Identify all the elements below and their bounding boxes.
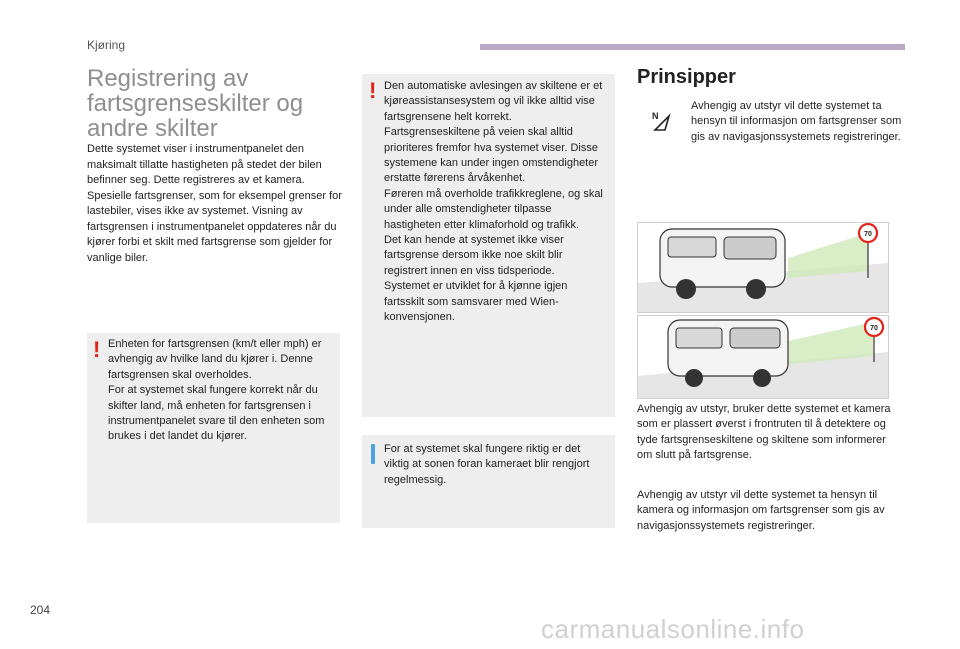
page-number: 204 <box>30 603 51 617</box>
navigation-text: Avhengig av utstyr vil dette systemet ta… <box>691 100 902 143</box>
page-title: Registrering av fartsgrenseskilter og an… <box>87 65 304 142</box>
navigation-icon: N <box>652 111 671 131</box>
camera-description: Avhengig av utstyr, bruker dette systeme… <box>637 403 891 462</box>
speed-sign-value: 70 <box>870 325 878 332</box>
info-icon <box>371 444 375 464</box>
speed-sign-value: 70 <box>864 231 872 238</box>
info-box-camera: For at systemet skal fungere riktig er d… <box>362 435 615 528</box>
intro-text: Dette systemet viser i instrumentpanelet… <box>87 142 342 266</box>
warning-text: Det kan hende at systemet ikke viser far… <box>384 234 564 277</box>
navigation-icon-letter: N <box>652 111 659 121</box>
warning-text: Føreren må overholde trafikkreglene, og … <box>384 187 603 231</box>
warning-text: For at systemet skal fungere korrekt når… <box>108 384 325 443</box>
intro-paragraph: Spesielle fartsgrenser, som for eksempel… <box>87 189 342 264</box>
warning-icon: ! <box>369 78 377 103</box>
section-label: Kjøring <box>87 38 126 52</box>
warning-box-units: ! Enheten for fartsgrensen (km/t eller m… <box>87 333 340 523</box>
illustration-van-approaching-sign: 70 <box>637 222 889 313</box>
warning-text: Enheten for fartsgrensen (km/t eller mph… <box>108 338 322 381</box>
watermark: carmanualsonline.info <box>541 614 805 644</box>
warning-box-system: ! Den automatiske avlesingen av skiltene… <box>362 74 615 417</box>
navigation-description: Avhengig av utstyr vil dette systemet ta… <box>637 489 885 532</box>
section-heading: Prinsipper <box>637 66 736 88</box>
warning-text: Systemet er utviklet for å kjønne igjen … <box>384 280 568 324</box>
warning-text: Den automatiske avlesingen av skiltene e… <box>384 80 603 185</box>
intro-paragraph: Dette systemet viser i instrumentpanelet… <box>87 143 322 186</box>
illustration-van-passing-sign: 70 <box>637 315 889 399</box>
warning-icon: ! <box>93 337 101 362</box>
info-text: For at systemet skal fungere riktig er d… <box>384 443 590 486</box>
header-bar <box>480 44 905 50</box>
